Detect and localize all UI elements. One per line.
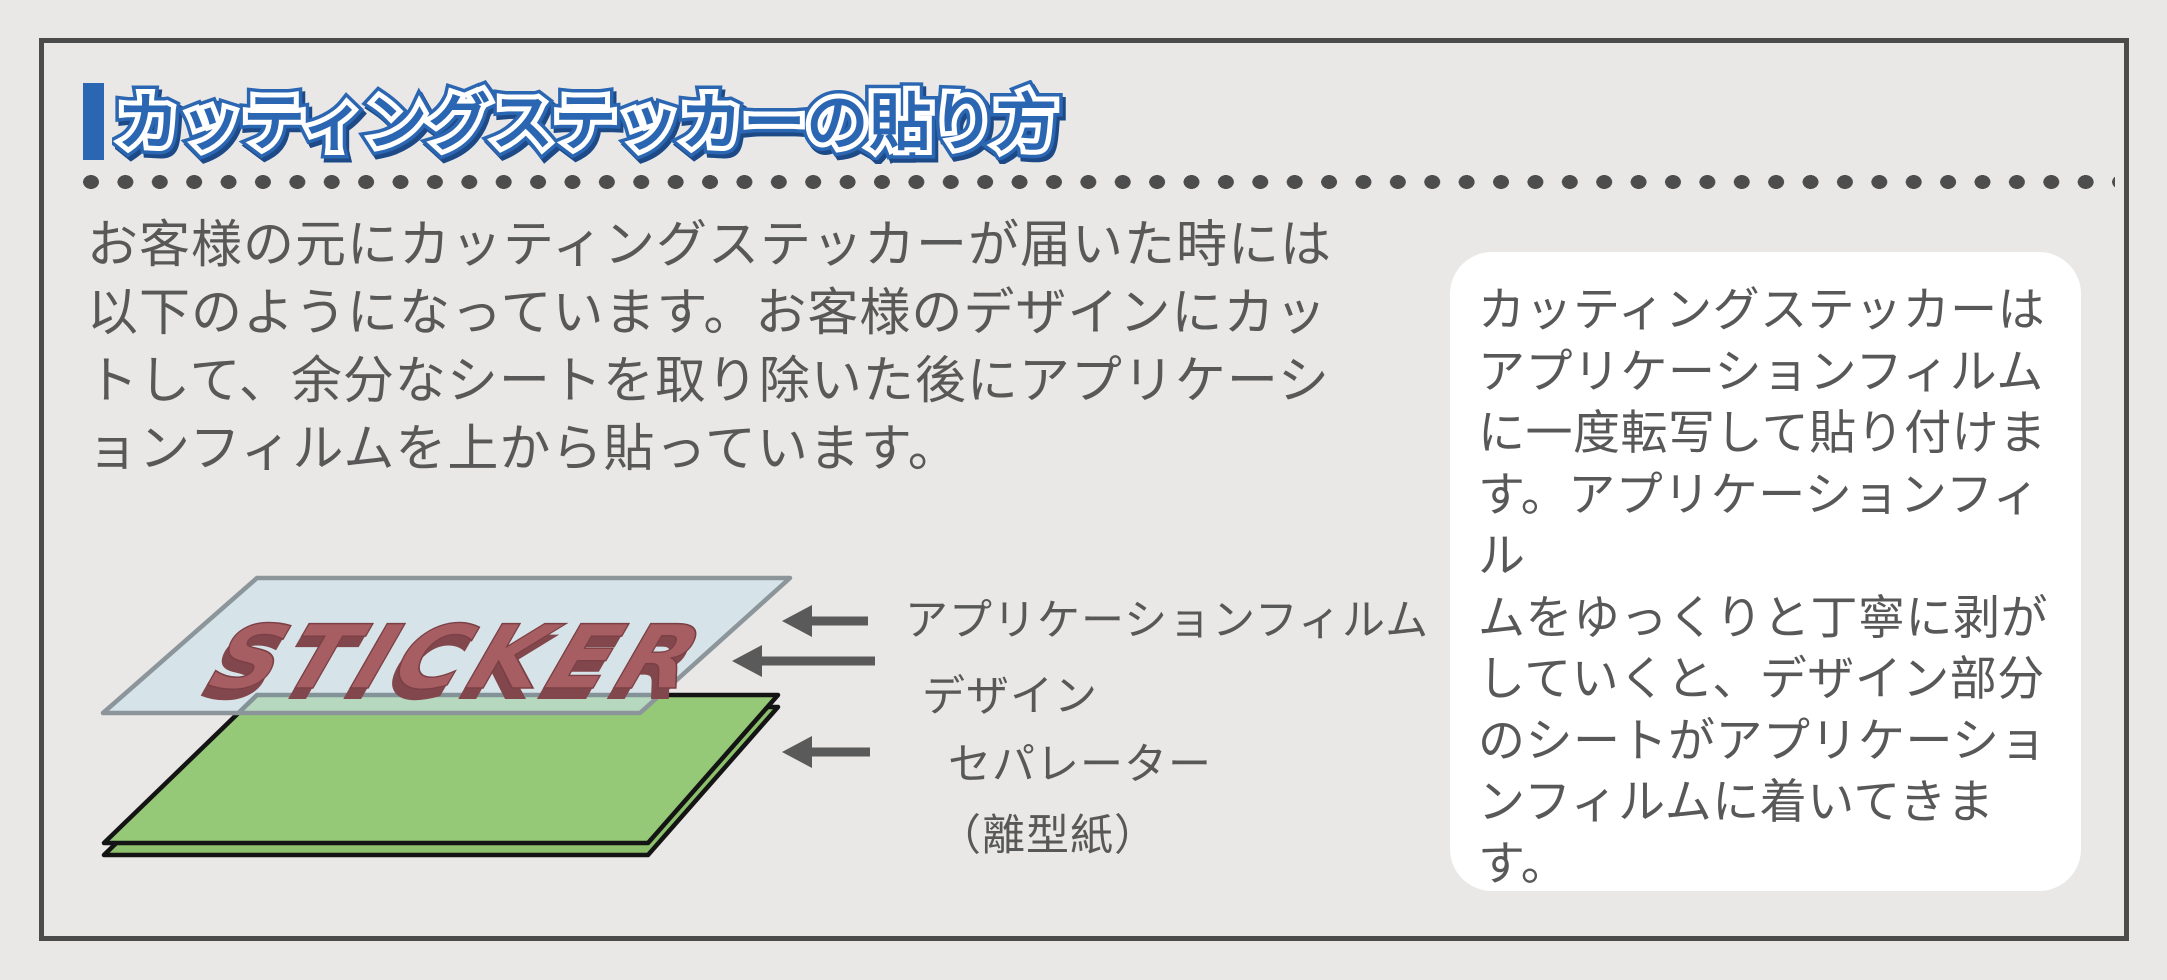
label-separator: セパレーター bbox=[948, 741, 1212, 789]
left-arrow-icon-film bbox=[782, 605, 868, 637]
title-accent-bar bbox=[83, 83, 104, 160]
intro-paragraph: お客様の元にカッティングステッカーが届いた時には 以下のようになっています。お客… bbox=[87, 216, 1332, 477]
dotted-divider bbox=[83, 174, 2115, 190]
page-title-stroke-layer: カッティングステッカーの貼り方 bbox=[112, 84, 1062, 163]
label-release-paper: （離型紙） bbox=[938, 812, 1158, 860]
outer-frame-border bbox=[39, 38, 2129, 941]
sticker-word-shadow: STICKER bbox=[190, 618, 712, 721]
sticker-word-face: STICKER bbox=[197, 607, 719, 710]
label-application-film: アプリケーションフィルム bbox=[905, 597, 1430, 645]
page-title: カッティングステッカーの貼り方 カッティングステッカーの貼り方 カッティングステ… bbox=[108, 81, 1117, 168]
sticker-layers-diagram: STICKER STICKER bbox=[100, 575, 875, 858]
left-arrow-icon-separator bbox=[782, 736, 870, 768]
label-design: デザイン bbox=[922, 673, 1098, 721]
page-title-text: カッティングステッカーの貼り方 bbox=[117, 89, 1059, 158]
note-box-text: カッティングステッカーは アプリケーションフィルム に一度転写して貼り付けま す… bbox=[1478, 283, 2048, 890]
left-arrow-icon-design bbox=[732, 645, 875, 677]
page-title-outline-layer: カッティングステッカーの貼り方 bbox=[108, 81, 1065, 167]
note-box: カッティングステッカーは アプリケーションフィルム に一度転写して貼り付けま す… bbox=[1450, 252, 2081, 891]
application-film-sheet bbox=[100, 575, 793, 716]
